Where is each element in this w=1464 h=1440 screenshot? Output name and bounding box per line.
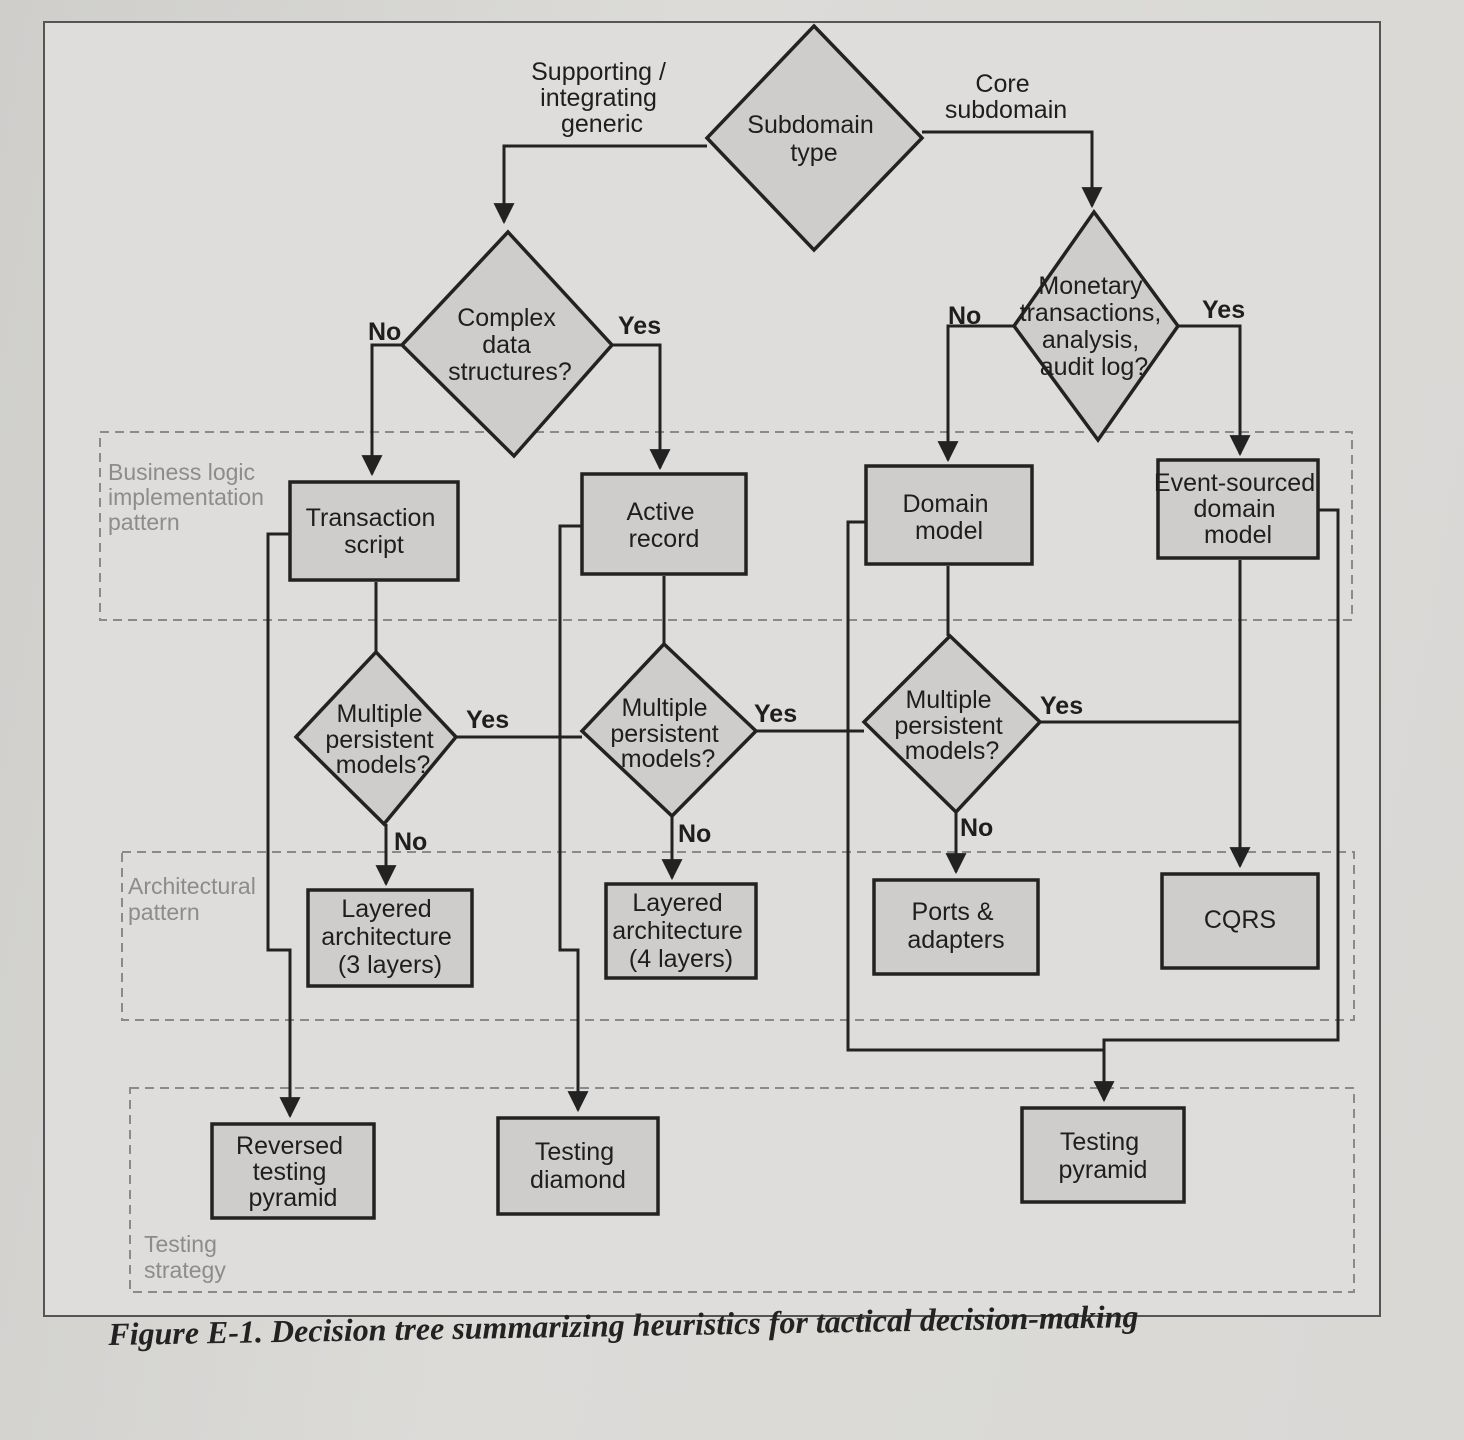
box-domain-model: Domain model	[864, 464, 1034, 566]
decision-monetary-transactions: Monetary transactions, analysis, audit l…	[1011, 209, 1181, 443]
svg-text:Subdomain type: Subdomain type	[747, 111, 880, 167]
edge-complex-no	[361, 343, 402, 477]
box-testing-diamond: Testing diamond	[496, 1116, 660, 1216]
zone-architectural	[121, 851, 1355, 1021]
edge-ar-to-diamond	[558, 524, 589, 1113]
svg-text:Ports & adapters: Ports & adapters	[907, 898, 1004, 954]
edge-label-no-multi3: No	[960, 814, 993, 842]
svg-text:Testing diamond: Testing diamond	[530, 1138, 626, 1194]
box-reversed-testing-pyramid: Reversed testing pyramid	[210, 1122, 376, 1220]
edge-label-yes-multi1: Yes	[466, 706, 509, 734]
edge-monetary-yes	[1168, 324, 1251, 457]
decision-multiple-models-2: Multiple persistent models?	[579, 641, 759, 819]
svg-text:Event-sourced domain: Event-sourced domain model	[1154, 469, 1322, 549]
edge-dm-to-collector	[846, 520, 1104, 1052]
box-layered-4: Layered architecture (4 layers)	[604, 882, 758, 980]
svg-text:Multiple persistent: Multiple persistent models?	[894, 686, 1009, 765]
decision-complex-data-structures: Complex data structures?	[399, 229, 615, 459]
decision-multiple-models-3: Multiple persistent models?	[861, 633, 1043, 815]
edge-label-core: Core subdomain	[945, 70, 1067, 124]
svg-text:Testing pyramid: Testing pyramid	[1059, 1128, 1148, 1184]
decision-subdomain-type: Subdomain type	[704, 23, 925, 253]
box-testing-pyramid: Testing pyramid	[1020, 1106, 1186, 1204]
svg-text:Complex data struc: Complex data structures?	[448, 304, 572, 386]
svg-text:Multiple persistent: Multiple persistent models?	[610, 694, 725, 773]
svg-text:CQRS: CQRS	[1204, 906, 1276, 934]
edge-complex-yes	[612, 343, 671, 471]
zone-testing	[129, 1087, 1355, 1293]
edge-label-yes-complex: Yes	[618, 312, 661, 340]
box-layered-3: Layered architecture (3 layers)	[306, 888, 474, 988]
zone-label-architectural: Architectural pattern	[128, 873, 262, 925]
edge-label-no-multi1: No	[394, 828, 427, 856]
box-ports-adapters: Ports & adapters	[872, 878, 1040, 976]
edge-label-yes-multi3: Yes	[1040, 692, 1083, 720]
edge-label-no-multi2: No	[678, 820, 711, 848]
zone-label-testing: Testing strategy	[144, 1231, 226, 1283]
edge-label-yes-monetary: Yes	[1202, 296, 1245, 324]
edges	[266, 130, 1340, 1119]
svg-text:Domain model: Domain model	[902, 490, 995, 545]
svg-text:Multiple persistent: Multiple persistent models?	[325, 700, 440, 779]
zone-label-business-logic: Business logic implementation pattern	[108, 459, 270, 535]
box-event-sourced-domain-model: Event-sourced domain model	[1154, 458, 1322, 560]
edge-label-no-monetary: No	[948, 302, 981, 330]
edge-core	[922, 130, 1103, 209]
edge-label-supporting: Supporting / integrating generic	[531, 58, 673, 138]
svg-text:Monetary transactions,: Monetary transactions, analysis, audit l…	[1020, 272, 1169, 381]
edge-supporting	[493, 144, 707, 225]
box-cqrs: CQRS	[1160, 872, 1320, 970]
decision-multiple-models-1: Multiple persistent models?	[293, 649, 459, 827]
edge-es-to-collector	[1102, 508, 1340, 1050]
edge-label-no-complex: No	[368, 318, 401, 346]
svg-text:Layered architecture: Layered architecture (4 layers)	[612, 889, 750, 973]
svg-text:Transaction script: Transaction script	[306, 504, 443, 559]
svg-text:Reversed testing p: Reversed testing pyramid	[236, 1132, 350, 1212]
edge-ts-to-reversed	[266, 532, 301, 1119]
svg-text:Layered architecture: Layered architecture (3 layers)	[321, 895, 459, 979]
box-active-record: Active record	[580, 472, 748, 576]
edge-monetary-no	[937, 324, 1018, 463]
box-transaction-script: Transaction script	[288, 480, 460, 582]
edge-label-yes-multi2: Yes	[754, 700, 797, 728]
svg-text:Active record: Active record	[626, 498, 701, 553]
